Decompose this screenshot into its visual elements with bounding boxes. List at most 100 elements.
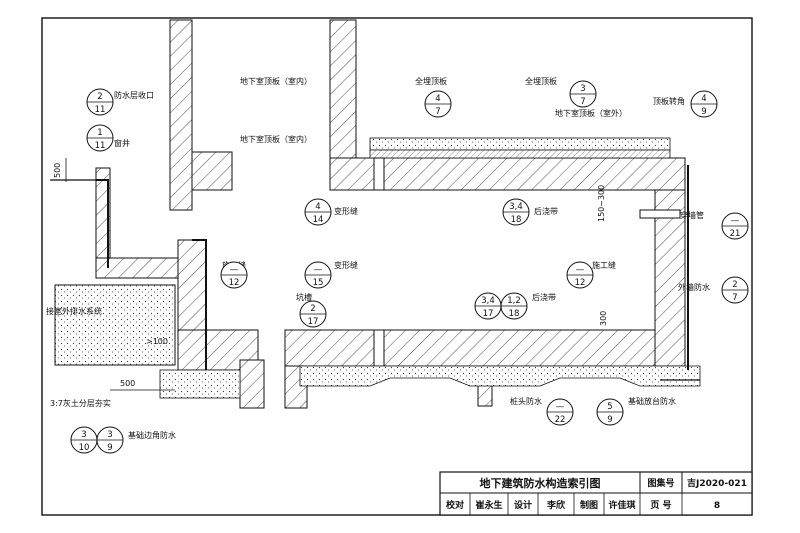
callout-bubble: —12 (566, 261, 594, 289)
label-dim-300: 300 (599, 311, 608, 326)
callout-bottom: 15 (313, 278, 324, 288)
basement-right-wall (654, 159, 686, 367)
callout-bottom: 12 (575, 278, 586, 288)
designer-name: 李欣 (546, 499, 566, 511)
callout-top: 4 (435, 94, 440, 104)
label-expansion-joint-1: 变形缝 (334, 206, 358, 216)
lime-soil-fill (54, 284, 176, 366)
callout-bubble: 211 (86, 88, 114, 116)
callout-bubble: 37 (569, 80, 597, 108)
callout-bottom: 18 (511, 215, 522, 225)
callout-top: 2 (97, 92, 102, 102)
review-label: 校对 (446, 499, 464, 511)
callout-bubble: 3,417 (474, 292, 502, 320)
label-pile-head-wp: 桩头防水 (510, 396, 542, 406)
callout-bubble: 47 (424, 90, 452, 118)
callout-bubble: —21 (721, 212, 749, 240)
drafter-name: 许佳琪 (608, 499, 635, 511)
callout-bubble: — 12 (220, 261, 248, 289)
label-post-pour-2: 后浇带 (532, 292, 556, 302)
callout-top: — (230, 265, 239, 275)
label-pit: 坑槽 (296, 292, 312, 302)
label-roof-in-2: 地下室顶板（室内） (240, 134, 312, 144)
pit-left-wall (239, 359, 265, 409)
callout-bubble: 39 (96, 426, 124, 454)
callout-bottom: 18 (509, 309, 520, 319)
callout-bubble: 3,418 (502, 198, 530, 226)
label-drain-system: 接室外排水系统 (46, 306, 102, 316)
callout-bottom: 17 (308, 317, 319, 327)
callout-top: — (314, 265, 323, 275)
label-through-pipe: 穿墙管 (680, 210, 704, 220)
label-dim-100: >100 (146, 337, 168, 346)
draw-label: 制图 (580, 499, 598, 511)
callout-top: 4 (315, 202, 320, 212)
callout-bottom: 7 (580, 97, 585, 107)
sheet-border (41, 17, 753, 516)
callout-top: 2 (732, 280, 737, 290)
callout-bottom: 9 (607, 415, 612, 425)
design-label: 设计 (514, 499, 532, 511)
callout-top: — (731, 216, 740, 226)
callout-bottom: 9 (107, 443, 112, 453)
label-ext-wall-wp: 外墙防水 (678, 282, 710, 292)
label-base-edge-wp: 基础边角防水 (128, 430, 176, 440)
label-post-pour-1: 后浇带 (534, 206, 558, 216)
callout-bottom: 22 (555, 415, 566, 425)
label-roof-in-1: 地下室顶板（室内） (240, 76, 312, 86)
callout-bottom: 10 (79, 443, 90, 453)
label-dim-150-300: 150~300 (597, 185, 606, 222)
waterproof-line-bottom (192, 239, 207, 370)
page-number: 8 (714, 501, 720, 511)
callout-bottom: 7 (732, 293, 737, 303)
callout-top: — (556, 402, 565, 412)
callout-bubble: 414 (304, 198, 332, 226)
label-roof-corner: 顶板转角 (653, 96, 685, 106)
callout-bubble: 310 (70, 426, 98, 454)
left-upper-slab (191, 151, 233, 191)
callout-top: 3 (580, 84, 585, 94)
label-roof-out: 地下室顶板（室外） (555, 108, 627, 118)
callout-top: 2 (310, 304, 315, 314)
label-expansion-joint-2: 变形缝 (334, 260, 358, 270)
label-base-step-wp: 基础放台防水 (628, 396, 676, 406)
callout-bottom: 7 (435, 107, 440, 117)
label-buried-roof-2: 全埋顶板 (525, 76, 557, 86)
callout-top: 5 (607, 402, 612, 412)
callout-bubble: 1,218 (500, 292, 528, 320)
title-block: 地下建筑防水构造索引图 图集号 吉J2020-021 校对 崔永生 设计 李欣 … (439, 471, 753, 516)
callout-top: 3 (81, 430, 86, 440)
callout-bubble: — 22 (546, 398, 574, 426)
expansion-joint-floor (373, 329, 385, 367)
callout-bottom: 17 (483, 309, 494, 319)
callout-bubble: — 15 (304, 261, 332, 289)
roof-protection-layer (369, 149, 671, 159)
callout-bubble: 27 (721, 276, 749, 304)
label-waterproof-end: 防水层收口 (114, 90, 154, 100)
label-dim-500v: 500 (53, 163, 62, 178)
label-buried-roof-1: 全埋顶板 (415, 76, 447, 86)
title-text: 地下建筑防水构造索引图 (480, 476, 601, 490)
callout-top: 3 (107, 430, 112, 440)
callout-bottom: 9 (701, 107, 706, 117)
floor-cushion (299, 365, 701, 387)
label-window-well: 窗井 (114, 138, 130, 148)
callout-bubble: 111 (86, 124, 114, 152)
label-construction-joint-2: 施工缝 (592, 260, 616, 270)
callout-bottom: 12 (229, 278, 240, 288)
left-upper-wall (169, 19, 193, 211)
through-wall-pipe (639, 209, 681, 219)
label-lime-soil: 3:7灰土分层夯实 (50, 398, 111, 408)
label-dim-500h: 500 (120, 379, 135, 388)
main-floor-slab (284, 329, 686, 367)
callout-top: 3,4 (509, 202, 523, 212)
roof-cover-layer (369, 137, 671, 151)
callout-top: 4 (701, 94, 706, 104)
callout-top: 1,2 (507, 296, 521, 306)
reviewer-name: 崔永生 (474, 499, 502, 511)
callout-bottom: 11 (95, 141, 106, 151)
callout-bottom: 14 (313, 215, 324, 225)
callout-bubble: 49 (690, 90, 718, 118)
